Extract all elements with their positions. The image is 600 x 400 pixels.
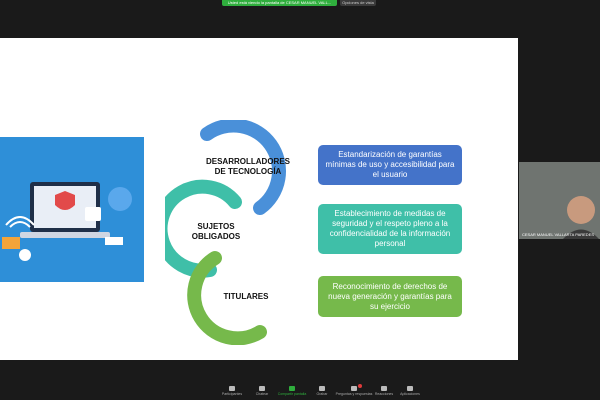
participants-icon	[229, 386, 235, 391]
share-screen-icon	[289, 386, 295, 391]
reactions-icon	[381, 386, 387, 391]
participants-button[interactable]: Participantes	[212, 383, 252, 400]
qa-icon	[351, 386, 357, 391]
apps-icon	[407, 386, 413, 391]
screen-share-banner[interactable]: Usted está viendo la pantalla de CESAR M…	[222, 0, 337, 6]
blue-cycle-arrow	[200, 120, 286, 215]
chat-button[interactable]: Chatear	[242, 383, 282, 400]
holders-label: TITULARES	[223, 292, 269, 301]
view-options-button[interactable]: Opciones de vista	[340, 0, 376, 6]
qa-button[interactable]: Preguntas y respuestas	[334, 383, 374, 400]
zoom-top-bar: Usted está viendo la pantalla de CESAR M…	[0, 0, 600, 10]
record-icon	[319, 386, 325, 391]
subjects-label: SUJETOS OBLIGADOS	[191, 222, 241, 241]
cycle-arrows-diagram	[165, 120, 286, 345]
teal-cycle-arrow	[165, 179, 242, 278]
laptop-security-graphic	[0, 137, 144, 282]
box-security-measures: Establecimiento de medidas de seguridad …	[318, 204, 462, 254]
laptop-security-illustration	[0, 137, 144, 282]
qa-notification-badge	[358, 384, 362, 388]
participant-name: CESAR MANUEL VALLARTA PAREDES	[522, 232, 595, 237]
box-rights-recognition: Reconocimiento de derechos de nueva gene…	[318, 276, 462, 317]
meeting-toolbar: Participantes Chatear Compartir pantalla…	[0, 383, 600, 400]
chat-icon	[259, 386, 265, 391]
developers-label: DESARROLLADORES DE TECNOLOGÍA	[205, 157, 290, 176]
apps-button[interactable]: Aplicaciones	[390, 383, 430, 400]
record-button[interactable]: Grabar	[302, 383, 342, 400]
green-cycle-arrow	[187, 251, 267, 345]
participant-video	[519, 162, 600, 239]
box-standardization: Estandarización de garantías mínimas de …	[318, 145, 462, 185]
participant-video-tile[interactable]	[519, 162, 600, 239]
reactions-button[interactable]: Reacciones	[364, 383, 404, 400]
share-screen-button[interactable]: Compartir pantalla	[272, 383, 312, 400]
